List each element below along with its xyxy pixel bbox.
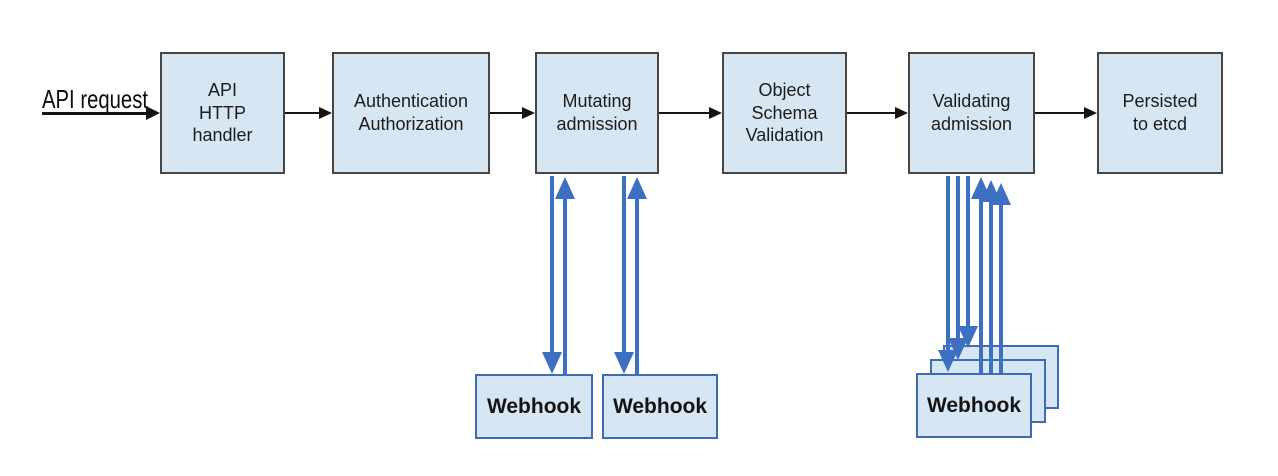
webhook-return-arrow-up-line [989,202,993,373]
webhook-call-arrow-down-line [550,176,554,352]
node-object-schema-validation: Object Schema Validation [722,52,847,174]
webhook-return-arrow-up-line [563,199,567,374]
flow-arrowhead-icon [522,107,535,119]
node-api-http-handler: API HTTP handler [160,52,285,174]
flow-arrow-line [1035,112,1084,114]
validating-webhook-box-front: Webhook [916,373,1032,438]
node-persisted-to-etcd: Persisted to etcd [1097,52,1223,174]
flow-arrow-line [490,112,522,114]
node-mutating-admission: Mutating admission [535,52,659,174]
api-request-arrow-line [42,112,146,115]
webhook-return-arrow-up-head-icon [991,183,1011,205]
api-request-arrowhead-icon [146,106,160,120]
flow-arrowhead-icon [895,107,908,119]
flow-arrow-line [659,112,709,114]
webhook-return-arrow-up-head-icon [627,177,647,199]
webhook-call-arrow-down-line [956,176,960,338]
webhook-return-arrow-up-line [979,199,983,373]
flow-arrowhead-icon [1084,107,1097,119]
webhook-return-arrow-up-line [999,205,1003,373]
flow-arrow-line [285,112,319,114]
webhook-return-arrow-up-head-icon [555,177,575,199]
flow-arrow-line [847,112,895,114]
node-authentication-authorization: Authentication Authorization [332,52,490,174]
flow-arrowhead-icon [709,107,722,119]
webhook-return-arrow-up-line [635,199,639,374]
webhook-call-arrow-down-line [966,176,970,326]
webhook-call-arrow-down-head-icon [542,352,562,374]
node-validating-admission: Validating admission [908,52,1035,174]
flow-arrowhead-icon [319,107,332,119]
webhook-call-arrow-down-line [946,176,950,350]
webhook-call-arrow-down-head-icon [614,352,634,374]
webhook-call-arrow-down-line [622,176,626,352]
api-request-label: API request [42,84,148,114]
mutating-webhook-box-1: Webhook [475,374,593,439]
webhook-call-arrow-down-head-icon [958,326,978,348]
mutating-webhook-box-2: Webhook [602,374,718,439]
